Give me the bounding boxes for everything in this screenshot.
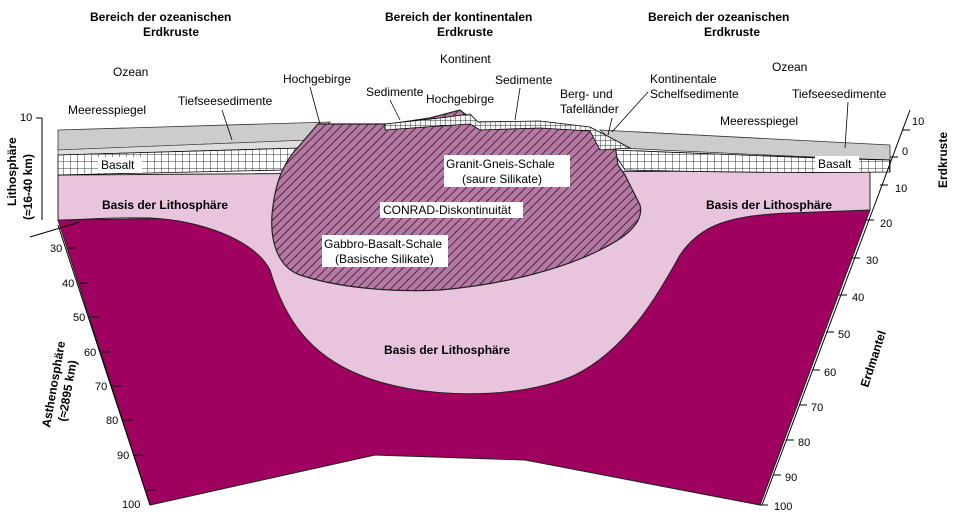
header-left-line1: Bereich der ozeanischen (90, 10, 231, 24)
left-tick-label: 100 (122, 499, 140, 511)
label-hochgebirge-left: Hochgebirge (283, 72, 351, 86)
header-right-line1: Bereich der ozeanischen (648, 10, 789, 24)
label-granit-line1: Granit-Gneis-Schale (446, 157, 555, 171)
label-tiefsee-right: Tiefseesedimente (792, 87, 887, 101)
right-tick-label: 10 (912, 116, 924, 128)
label-meeresspiegel-right: Meeresspiegel (720, 114, 798, 128)
right-tick-label: 0 (902, 146, 908, 158)
right-tick-label: 20 (880, 218, 892, 230)
label-sedimente-left: Sedimente (366, 85, 424, 99)
label-basis-center: Basis der Lithosphäre (384, 343, 510, 357)
label-kontinent: Kontinent (440, 52, 491, 66)
left-axis-subtitle: (≈16-40 km) (21, 154, 35, 220)
label-meeresspiegel-left: Meeresspiegel (68, 103, 146, 117)
right-tick-label: 90 (785, 472, 797, 484)
left-tick-label: 30 (50, 243, 62, 255)
right-tick-label: 60 (824, 367, 836, 379)
label-basis-left: Basis der Lithosphäre (102, 198, 228, 212)
left-tick-label: 50 (73, 312, 85, 324)
label-ozean-left: Ozean (113, 65, 148, 79)
label-conrad: CONRAD-Diskontinuität (383, 203, 512, 217)
left-tick-label: 80 (106, 415, 118, 427)
label-berg-line2: Tafelländer (560, 102, 619, 116)
right-tick-label: 10 (895, 183, 907, 195)
right-tick-label: 40 (852, 292, 864, 304)
label-gabbro-line2: (Basische Silikate) (335, 252, 434, 266)
left-tick-label: 70 (95, 381, 107, 393)
label-gabbro-line1: Gabbro-Basalt-Schale (324, 237, 442, 251)
right-axis-title-mantle: Erdmantel (858, 329, 889, 389)
label-tiefsee-left: Tiefseesedimente (178, 94, 273, 108)
right-tick-label: 50 (838, 329, 850, 341)
label-hochgebirge-center: Hochgebirge (426, 92, 494, 106)
label-basalt-left: Basalt (101, 158, 135, 172)
label-sedimente-right: Sedimente (495, 73, 553, 87)
left-axis-title: Lithosphäre (5, 137, 19, 206)
right-tick-label: 80 (798, 437, 810, 449)
header-right-line2: Erdkruste (704, 25, 760, 39)
left-tick-label: 10 (20, 112, 32, 124)
right-tick-label: 100 (774, 501, 792, 513)
header-center-line1: Bereich der kontinentalen (385, 10, 532, 24)
label-basis-right: Basis der Lithosphäre (706, 198, 832, 212)
header-left-line2: Erdkruste (143, 25, 199, 39)
label-basalt-right: Basalt (818, 157, 852, 171)
label-schelf-line1: Kontinentale (650, 72, 717, 86)
label-ozean-right: Ozean (772, 60, 807, 74)
right-tick-label: 30 (866, 255, 878, 267)
header-center-line2: Erdkruste (437, 25, 493, 39)
right-axis-title-crust: Erdkruste (936, 132, 950, 188)
left-tick-label: 40 (62, 278, 74, 290)
label-granit-line2: (saure Silikate) (462, 172, 542, 186)
label-berg-line1: Berg- und (560, 87, 613, 101)
left-tick-label: 90 (117, 450, 129, 462)
right-tick-label: 70 (811, 402, 823, 414)
left-tick-label: 60 (84, 347, 96, 359)
label-schelf-line2: Schelfsedimente (650, 87, 739, 101)
